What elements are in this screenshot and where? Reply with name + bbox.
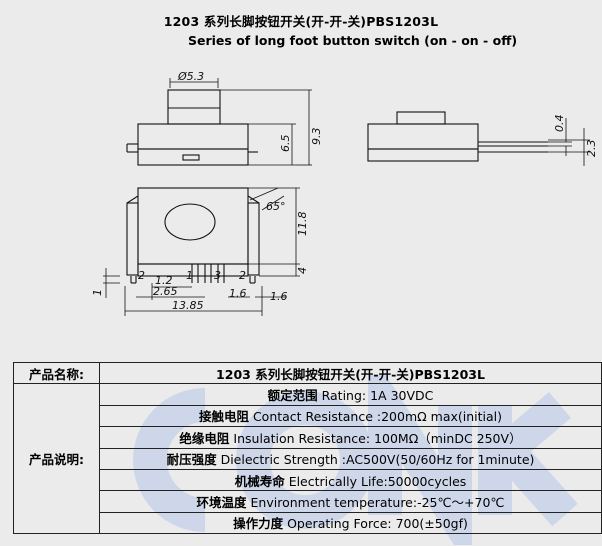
product-name-value: 1203 系列长脚按钮开关(开-开-关)PBS1203L <box>99 361 602 385</box>
technical-drawing: Ø5.3 9.3 6.5 0.4 2.3 65° 11.8 4 1 1.2 2.… <box>91 70 598 316</box>
dim-pin-pitch-a: 1.2 <box>155 274 173 287</box>
spec-cell: 绝缘电阻 Insulation Resistance: 100MΩ（minDC … <box>99 426 602 449</box>
table-row: 绝缘电阻 Insulation Resistance: 100MΩ（minDC … <box>14 426 602 449</box>
table-row: 产品名称: 1203 系列长脚按钮开关(开-开-关)PBS1203L <box>13 361 602 385</box>
table-row: 机械寿命 Electrically Life:50000cycles <box>14 468 602 492</box>
dim-angle: 65° <box>266 200 286 213</box>
spec-table: 产品名称: 1203 系列长脚按钮开关(开-开-关)PBS1203L 产品说明:… <box>13 361 602 535</box>
pin-number: 3 <box>214 269 221 282</box>
side-view-left <box>126 89 258 166</box>
table-row: 操作力度 Operating Force: 700(±50gf) <box>14 511 602 535</box>
spec-cell: 额定范围 Rating: 1A 30VDC <box>99 383 602 406</box>
spec-cell: 机械寿命 Electrically Life:50000cycles <box>99 468 602 492</box>
spec-cell: 接触电阻 Contact Resistance :200mΩ max(initi… <box>99 404 602 428</box>
dim-pin-side: 1.6 <box>270 290 288 303</box>
dim-height-body: 6.5 <box>279 135 292 153</box>
top-view <box>126 187 260 284</box>
page-title: 1203 系列长脚按钮开关(开-开-关)PBS1203L <box>163 14 439 29</box>
side-view-right <box>367 111 548 162</box>
dim-cap-diameter: Ø5.3 <box>177 70 204 83</box>
dim-lead-width: 2.3 <box>585 140 598 158</box>
dim-total-width: 13.85 <box>172 299 204 312</box>
dim-body-length: 11.8 <box>296 212 309 237</box>
spec-cell: 耐压强度 Dielectric Strength :AC500V(50/60Hz… <box>99 447 602 470</box>
product-name-label: 产品名称: <box>13 361 100 385</box>
table-row: 接触电阻 Contact Resistance :200mΩ max(initi… <box>14 404 602 428</box>
table-row: 产品说明: 额定范围 Rating: 1A 30VDC <box>13 383 602 535</box>
dim-pin-pitch-c: 1.6 <box>229 287 247 300</box>
dim-pin-offset: 1 <box>91 289 104 296</box>
dim-height-total: 9.3 <box>310 128 323 146</box>
page-subtitle: Series of long foot button switch (on - … <box>188 33 518 48</box>
spec-cell: 环境温度 Environment temperature:-25℃～+70℃ <box>99 490 602 513</box>
dim-lead-length: 4 <box>296 267 309 274</box>
table-row: 环境温度 Environment temperature:-25℃～+70℃ <box>14 490 602 513</box>
dim-lead-thickness: 0.4 <box>553 115 566 133</box>
pin-number: 1 <box>186 269 193 282</box>
product-desc-label: 产品说明: <box>13 383 100 535</box>
dim-pin-pitch-b: 2.65 <box>153 285 178 298</box>
table-row: 耐压强度 Dielectric Strength :AC500V(50/60Hz… <box>14 447 602 470</box>
pin-number: 2 <box>138 269 145 282</box>
spec-cell: 操作力度 Operating Force: 700(±50gf) <box>99 511 602 535</box>
pin-number: 2 <box>239 269 246 282</box>
